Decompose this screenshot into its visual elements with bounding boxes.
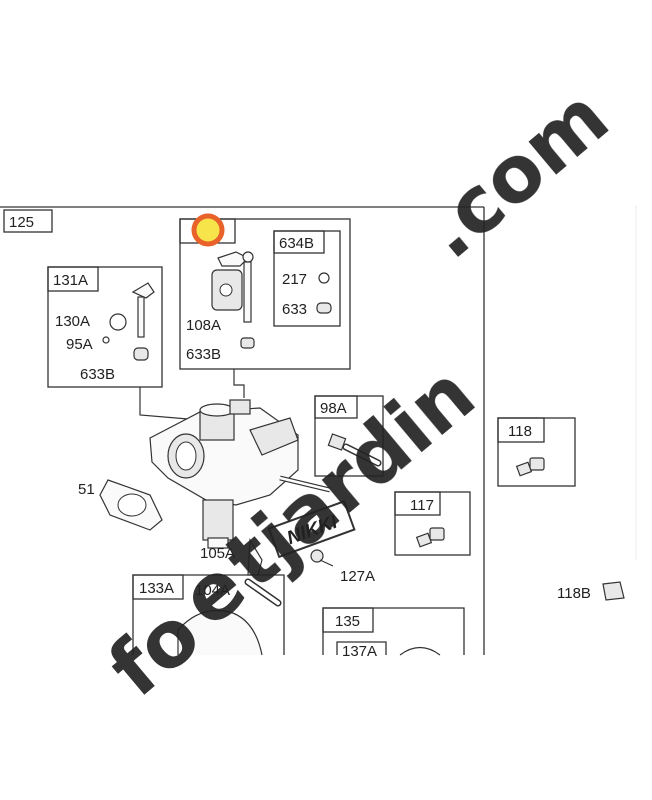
label-l633b-b: 633B [186,346,221,363]
label-l108a: 108A [186,317,221,334]
label-l130a: 130A [55,313,90,330]
label-l98a: 98A [320,400,347,417]
highlight-marker [191,213,225,247]
group-131A: 131A 130A 95A 633B [47,266,163,388]
label-l217: 217 [282,271,307,288]
group-135: 135 137A [322,607,465,660]
part-118B: 118B [557,581,625,602]
label-l95a: 95A [66,336,93,353]
label-l634b: 634B [279,235,314,252]
main-box-label: 125 [9,214,34,231]
label-l633b-a: 633B [80,366,115,383]
label-l135: 135 [335,613,360,630]
parts-105A-127A: 105A 127A [200,538,375,585]
label-l104a: 104A [195,582,230,599]
label-l117: 117 [410,497,434,514]
label-l131a: 131A [53,272,88,289]
gasket-51: 51 [78,479,163,531]
label-l105a: 105A [200,545,235,562]
group-133A: 133A 104A [132,574,285,656]
label-l633: 633 [282,301,307,318]
label-l133a: 133A [139,580,174,597]
group-98A: 98A [314,395,384,477]
label-l51: 51 [78,481,95,498]
label-l137a: 137A [342,643,377,660]
group-117: 117 [394,491,471,556]
main-frame: 125 [0,206,485,655]
label-l127a: 127A [340,568,375,585]
carburetor [149,399,331,549]
nikki-plate: NIKKI [267,500,356,559]
group-118: 118 [497,417,576,487]
group-108A: 108A 633B 634B 217 633 [179,213,351,370]
label-l118: 118 [508,423,532,440]
label-text-part4: .com [406,72,625,276]
label-l118b: 118B [557,585,591,602]
